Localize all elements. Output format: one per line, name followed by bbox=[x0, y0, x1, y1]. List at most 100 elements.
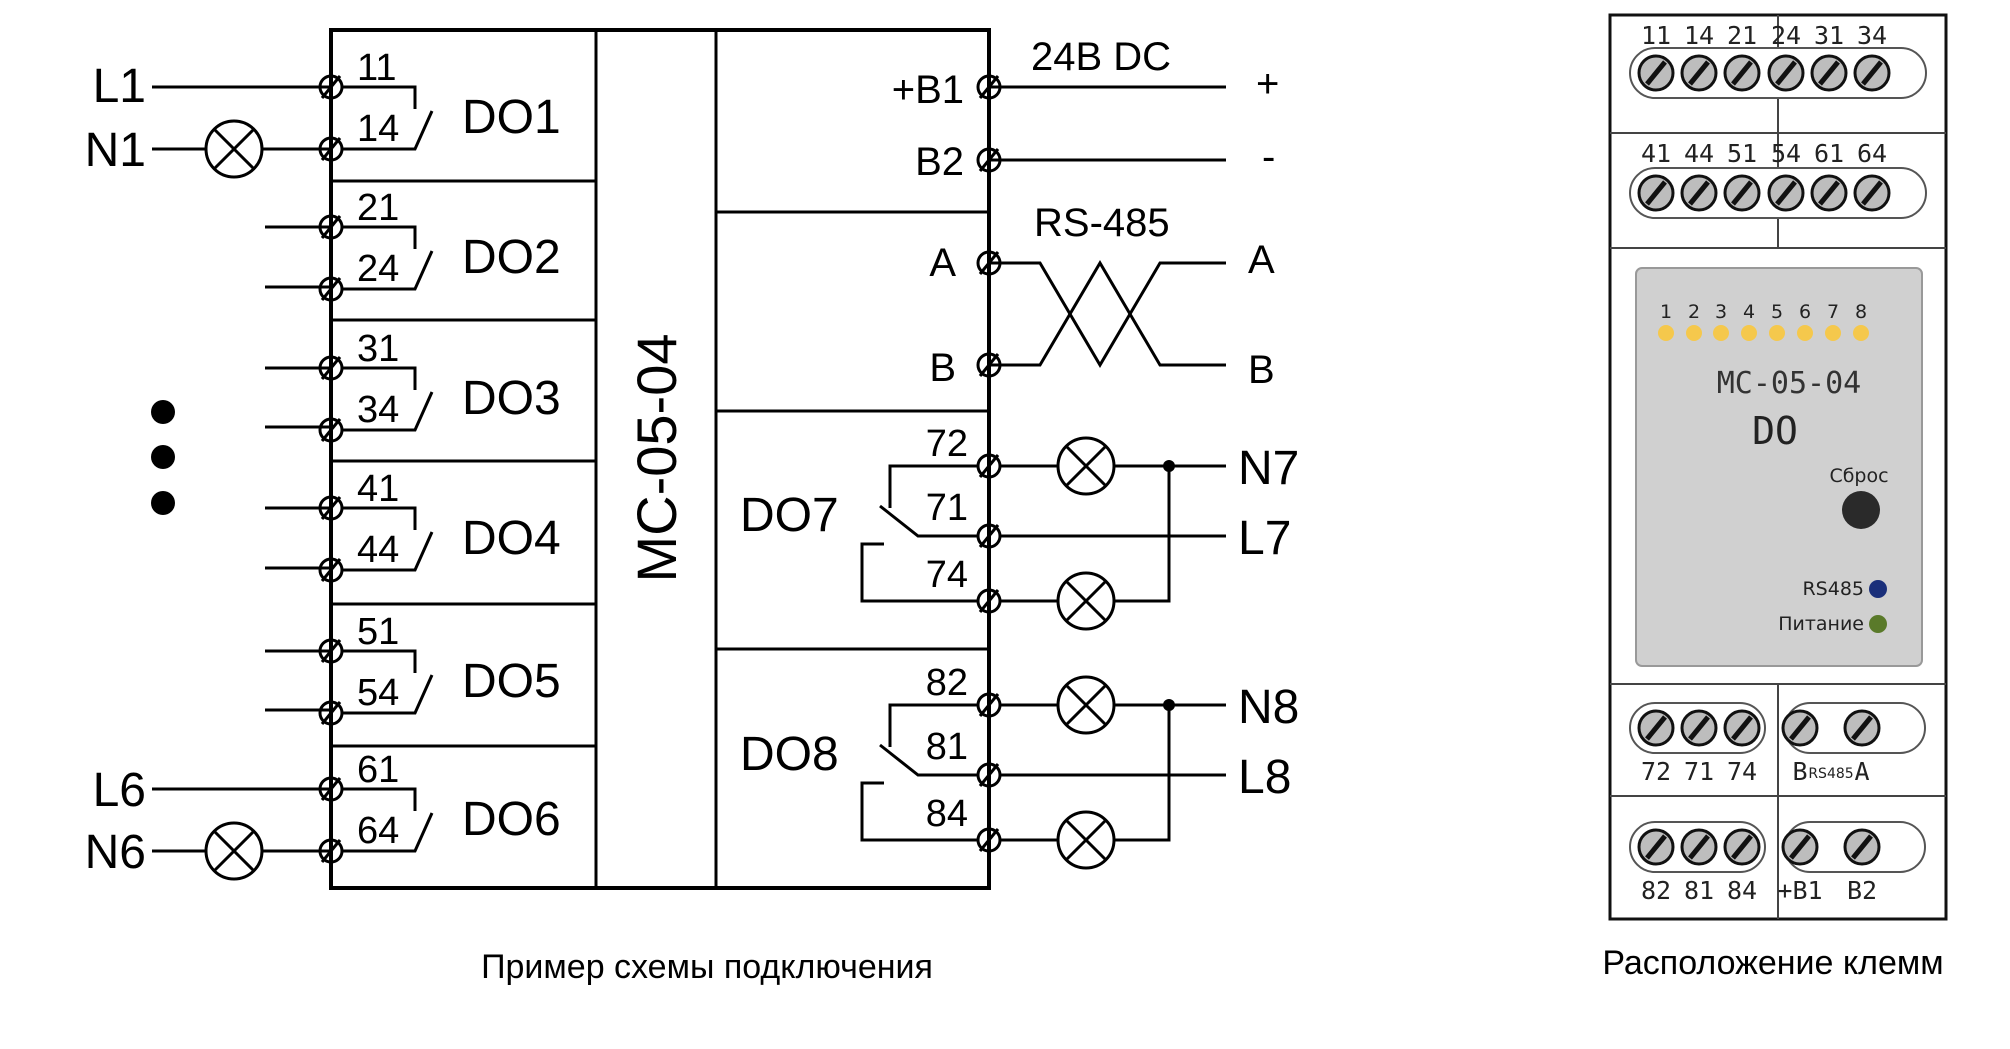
output-led bbox=[1713, 325, 1729, 341]
terminal-a: A bbox=[929, 241, 956, 285]
terminal-number: 44 bbox=[357, 529, 399, 571]
wire-label-l: L8 bbox=[1238, 751, 1291, 804]
rs485-section: RS-485 A B A B bbox=[929, 201, 1275, 392]
device-terminal-screw-icon bbox=[1853, 54, 1891, 92]
terminal-number: 14 bbox=[357, 108, 399, 150]
terminal-plus-b1: +В1 bbox=[892, 68, 964, 112]
power-led bbox=[1869, 615, 1887, 633]
terminal-screw-icon bbox=[976, 352, 1002, 378]
terminal-number: 51 bbox=[357, 611, 399, 653]
led-number: 3 bbox=[1715, 301, 1727, 323]
terminal-screw-icon bbox=[976, 147, 1002, 173]
terminal-number: 82 bbox=[926, 662, 968, 704]
rs485-mid-label: RS485 bbox=[1808, 766, 1853, 782]
wire-label-l: L7 bbox=[1238, 512, 1291, 565]
led-number: 1 bbox=[1660, 301, 1672, 323]
output-led bbox=[1853, 325, 1869, 341]
device-terminal-screw-icon bbox=[1843, 709, 1881, 747]
device-terminal-screw-icon bbox=[1680, 54, 1718, 92]
terminal-number: 61 bbox=[1814, 139, 1844, 168]
wire-label-l1: L1 bbox=[93, 60, 146, 113]
device-terminal-screw-icon bbox=[1637, 54, 1675, 92]
reset-label: Сброс bbox=[1829, 465, 1888, 487]
rs485-a-right: A bbox=[1248, 238, 1275, 282]
wire-label-n: N7 bbox=[1238, 442, 1299, 495]
terminal-label: A bbox=[1854, 757, 1869, 786]
terminal-number: 11 bbox=[1641, 21, 1671, 50]
wire-label-l6: L6 bbox=[93, 764, 146, 817]
device-terminal-screw-icon bbox=[1781, 828, 1819, 866]
terminal-number: 11 bbox=[357, 47, 396, 89]
device-terminal-screw-icon bbox=[1637, 828, 1675, 866]
led-number: 7 bbox=[1827, 301, 1839, 323]
terminal-label: 74 bbox=[1727, 757, 1757, 786]
terminal-number: 21 bbox=[1727, 21, 1757, 50]
device-terminal-screw-icon bbox=[1723, 174, 1761, 212]
terminal-label: B bbox=[1792, 757, 1807, 786]
terminal-label: 72 bbox=[1641, 757, 1671, 786]
rs485-b-right: B bbox=[1248, 348, 1275, 392]
wire-label-n6: N6 bbox=[85, 826, 146, 879]
module-outline bbox=[329, 28, 991, 890]
device-model-label: МС-05-04 bbox=[1717, 366, 1862, 401]
terminal-number: 31 bbox=[357, 328, 399, 370]
led-number: 6 bbox=[1799, 301, 1811, 323]
wire-label-n1: N1 bbox=[85, 124, 146, 177]
rs485-line-a bbox=[989, 261, 1226, 368]
terminal-number: 81 bbox=[926, 726, 968, 768]
device-terminal-screw-icon bbox=[1767, 54, 1805, 92]
device-terminal-screw-icon bbox=[1637, 174, 1675, 212]
terminal-number: 34 bbox=[1857, 21, 1887, 50]
device-terminal-screw-icon bbox=[1723, 709, 1761, 747]
output-label: DO7 bbox=[740, 489, 839, 542]
power-led-label: Питание bbox=[1778, 613, 1864, 635]
terminal-number: 54 bbox=[357, 672, 399, 714]
rs485-led bbox=[1869, 580, 1887, 598]
power-section: +В1 В2 24В DC + - bbox=[892, 35, 1280, 184]
device-terminal-screw-icon bbox=[1767, 174, 1805, 212]
device-terminal-screw-icon bbox=[1723, 54, 1761, 92]
device-terminal-screw-icon bbox=[1853, 174, 1891, 212]
reset-button[interactable] bbox=[1842, 491, 1880, 529]
left-external-wiring: L1 N1 L6 N6 bbox=[85, 60, 331, 881]
output-label: DO6 bbox=[462, 793, 561, 846]
device-terminal-screw-icon bbox=[1781, 709, 1819, 747]
terminal-screw-icon bbox=[976, 250, 1002, 276]
terminal-number: 51 bbox=[1727, 139, 1757, 168]
terminal-number: 74 bbox=[926, 554, 968, 596]
lamp-icon bbox=[1056, 675, 1116, 735]
output-label: DO1 bbox=[462, 91, 561, 144]
terminal-number: 54 bbox=[1771, 139, 1801, 168]
wire-label-n: N8 bbox=[1238, 681, 1299, 734]
device-terminal-screw-icon bbox=[1637, 709, 1675, 747]
led-number: 5 bbox=[1771, 301, 1783, 323]
output-led bbox=[1741, 325, 1757, 341]
terminal-label: B2 bbox=[1847, 876, 1877, 905]
terminal-number: 24 bbox=[1771, 21, 1801, 50]
terminal-number: 84 bbox=[926, 793, 968, 835]
terminal-label: 84 bbox=[1727, 876, 1757, 905]
output-led bbox=[1686, 325, 1702, 341]
device-type-label: DO bbox=[1752, 409, 1798, 453]
device-terminal-screw-icon bbox=[1680, 174, 1718, 212]
device-terminal-screw-icon bbox=[1843, 828, 1881, 866]
output-led bbox=[1658, 325, 1674, 341]
output-label: DO2 bbox=[462, 231, 561, 284]
led-number: 2 bbox=[1688, 301, 1700, 323]
output-led bbox=[1825, 325, 1841, 341]
front-panel bbox=[1635, 267, 1923, 667]
terminal-screw-icon bbox=[976, 74, 1002, 100]
terminal-number: 14 bbox=[1684, 21, 1714, 50]
lamp-icon bbox=[204, 821, 264, 881]
power-label: 24В DC bbox=[1031, 35, 1171, 79]
